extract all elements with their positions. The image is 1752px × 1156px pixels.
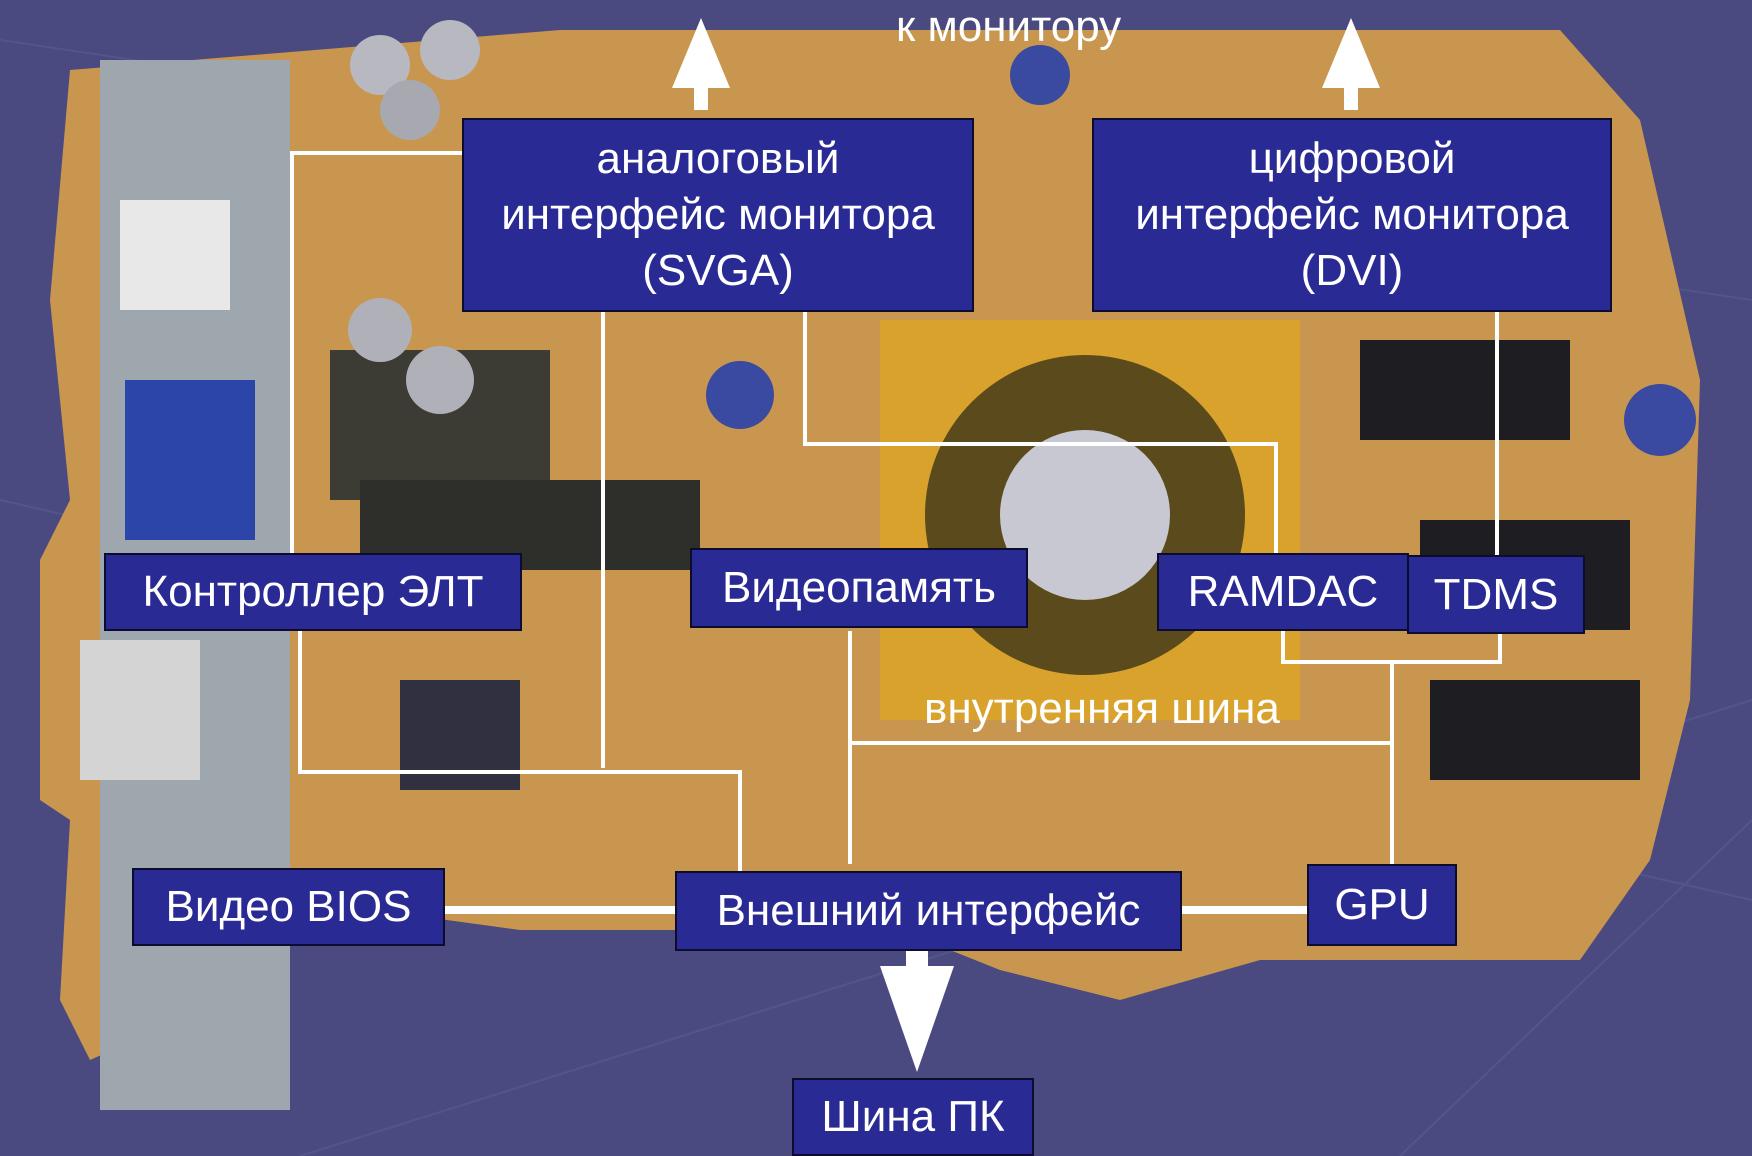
- dvi-line-1: цифровой: [1248, 134, 1456, 183]
- bracket-port-top: [120, 200, 230, 310]
- arrows: [672, 18, 1380, 1072]
- arrow-dvi-up: [1322, 18, 1380, 88]
- capacitor-6: [706, 361, 774, 429]
- bracket-port-dvi: [125, 380, 255, 540]
- capacitor-8: [1624, 384, 1696, 456]
- dvi-line-3: (DVI): [1300, 246, 1404, 295]
- internal-bus-label: внутренняя шина: [924, 684, 1280, 733]
- capacitor-5: [406, 346, 474, 414]
- capacitor-7: [1010, 45, 1070, 105]
- svga-line-2: интерфейс монитора: [501, 190, 935, 239]
- pc-bus-box: Шина ПК: [792, 1078, 1034, 1156]
- arrow-svga-up: [672, 18, 730, 88]
- external-interface-box: Внешний интерфейс: [675, 871, 1182, 951]
- memory-chip-1: [1360, 340, 1570, 440]
- capacitor-1: [350, 35, 410, 95]
- capacitor-4: [348, 298, 412, 362]
- crt-controller-box: Контроллер ЭЛТ: [104, 553, 522, 631]
- fan-hub: [1000, 430, 1170, 600]
- svga-line-3: (SVGA): [642, 246, 794, 295]
- connector-lines: [290, 151, 1502, 871]
- memory-chip-3: [1430, 680, 1640, 780]
- to-monitor-label: к монитору: [896, 2, 1122, 51]
- tdms-box: TDMS: [1407, 555, 1585, 634]
- bracket-port-low: [80, 640, 200, 780]
- arrow-pcbus-down: [880, 966, 954, 1072]
- svga-interface-box: аналоговый интерфейс монитора (SVGA): [462, 118, 974, 312]
- dvi-interface-box: цифровой интерфейс монитора (DVI): [1092, 118, 1612, 312]
- capacitor-2: [420, 20, 480, 80]
- video-bios-box: Видео BIOS: [132, 868, 445, 946]
- video-memory-box: Видеопамять: [690, 548, 1028, 628]
- line-crt-svga: [290, 151, 465, 553]
- line-svga-ramdac: [803, 312, 1278, 555]
- ramdac-box: RAMDAC: [1157, 553, 1409, 631]
- svga-line-1: аналоговый: [596, 134, 840, 183]
- arrow-pcbus-shaft: [906, 950, 928, 970]
- capacitor-3: [380, 80, 440, 140]
- dvi-line-2: интерфейс монитора: [1135, 190, 1569, 239]
- gpu-box: GPU: [1307, 864, 1457, 946]
- line-crt-extif: [298, 631, 742, 871]
